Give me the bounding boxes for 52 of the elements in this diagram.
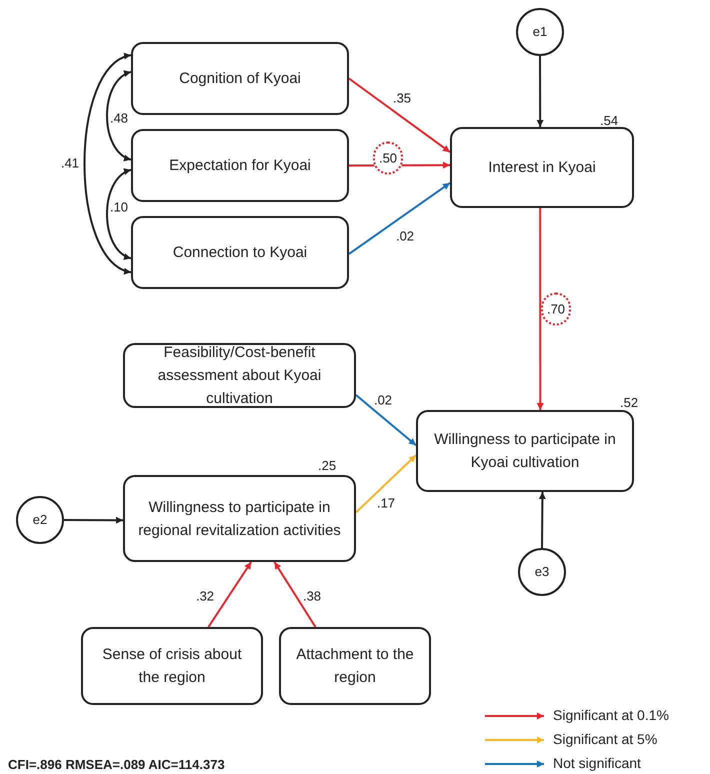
node-label: Feasibility/Cost-benefit assessment about Kyoai cultivation	[156, 343, 322, 409]
node-label: Expectation for Kyoai	[169, 156, 311, 176]
node-label: Willingness to participate in Kyoai cultivation	[433, 430, 617, 473]
double-headed-arrow	[84, 54, 132, 274]
edge-label: .10	[108, 200, 130, 214]
edge-label: .38	[302, 590, 322, 602]
node-label: Connection to Kyoai	[172, 243, 308, 263]
variable-box	[131, 216, 349, 289]
node-label: e3	[534, 563, 550, 582]
edge-label: .02	[394, 230, 416, 242]
arrow	[355, 394, 417, 446]
arrow	[348, 78, 451, 153]
edge-label: .41	[60, 156, 80, 170]
r-squared-value: .52	[620, 394, 638, 412]
variable-box	[450, 127, 634, 208]
edge-label: .35	[392, 92, 412, 104]
legend-label: Significant at 5%	[553, 732, 658, 746]
arrow	[348, 182, 451, 255]
node-label: Interest in Kyoai	[488, 158, 596, 178]
variable-box	[123, 475, 356, 562]
edge-label: .48	[108, 112, 130, 124]
variable-box	[416, 410, 634, 492]
legend-label: Significant at 0.1%	[553, 708, 669, 722]
node-label: Sense of crisis about the region	[101, 645, 243, 688]
node-label: Attachment to the region	[295, 645, 415, 688]
variable-box	[123, 343, 356, 408]
arrow	[355, 454, 417, 514]
circled-coefficient: .50	[372, 142, 404, 174]
arrow	[64, 516, 123, 524]
edge-label: .32	[194, 590, 216, 602]
r-squared-value: .25	[318, 457, 336, 475]
arrow	[274, 561, 316, 628]
arrow	[208, 561, 252, 628]
double-headed-arrow	[106, 71, 132, 161]
edge-label: .02	[372, 394, 394, 406]
arrow	[538, 492, 546, 548]
double-headed-arrow	[106, 168, 132, 260]
fit-indices-note: CFI=.896 RMSEA=.089 AIC=114.373	[8, 756, 225, 774]
circled-coefficient: .70	[540, 292, 572, 326]
arrow	[536, 208, 544, 410]
variable-box	[81, 627, 263, 705]
node-label: Willingness to participate in regional revitalization activities	[137, 498, 342, 540]
arrow	[536, 56, 544, 127]
node-label: e2	[32, 511, 48, 530]
node-label: Cognition of Kyoai	[179, 69, 301, 89]
variable-box	[131, 42, 349, 115]
node-label: e1	[532, 23, 548, 42]
variable-box	[279, 627, 431, 705]
edge-label: .17	[376, 496, 396, 510]
variable-box	[131, 129, 349, 202]
r-squared-value: .54	[600, 112, 618, 130]
legend-label: Not significant	[553, 756, 641, 770]
